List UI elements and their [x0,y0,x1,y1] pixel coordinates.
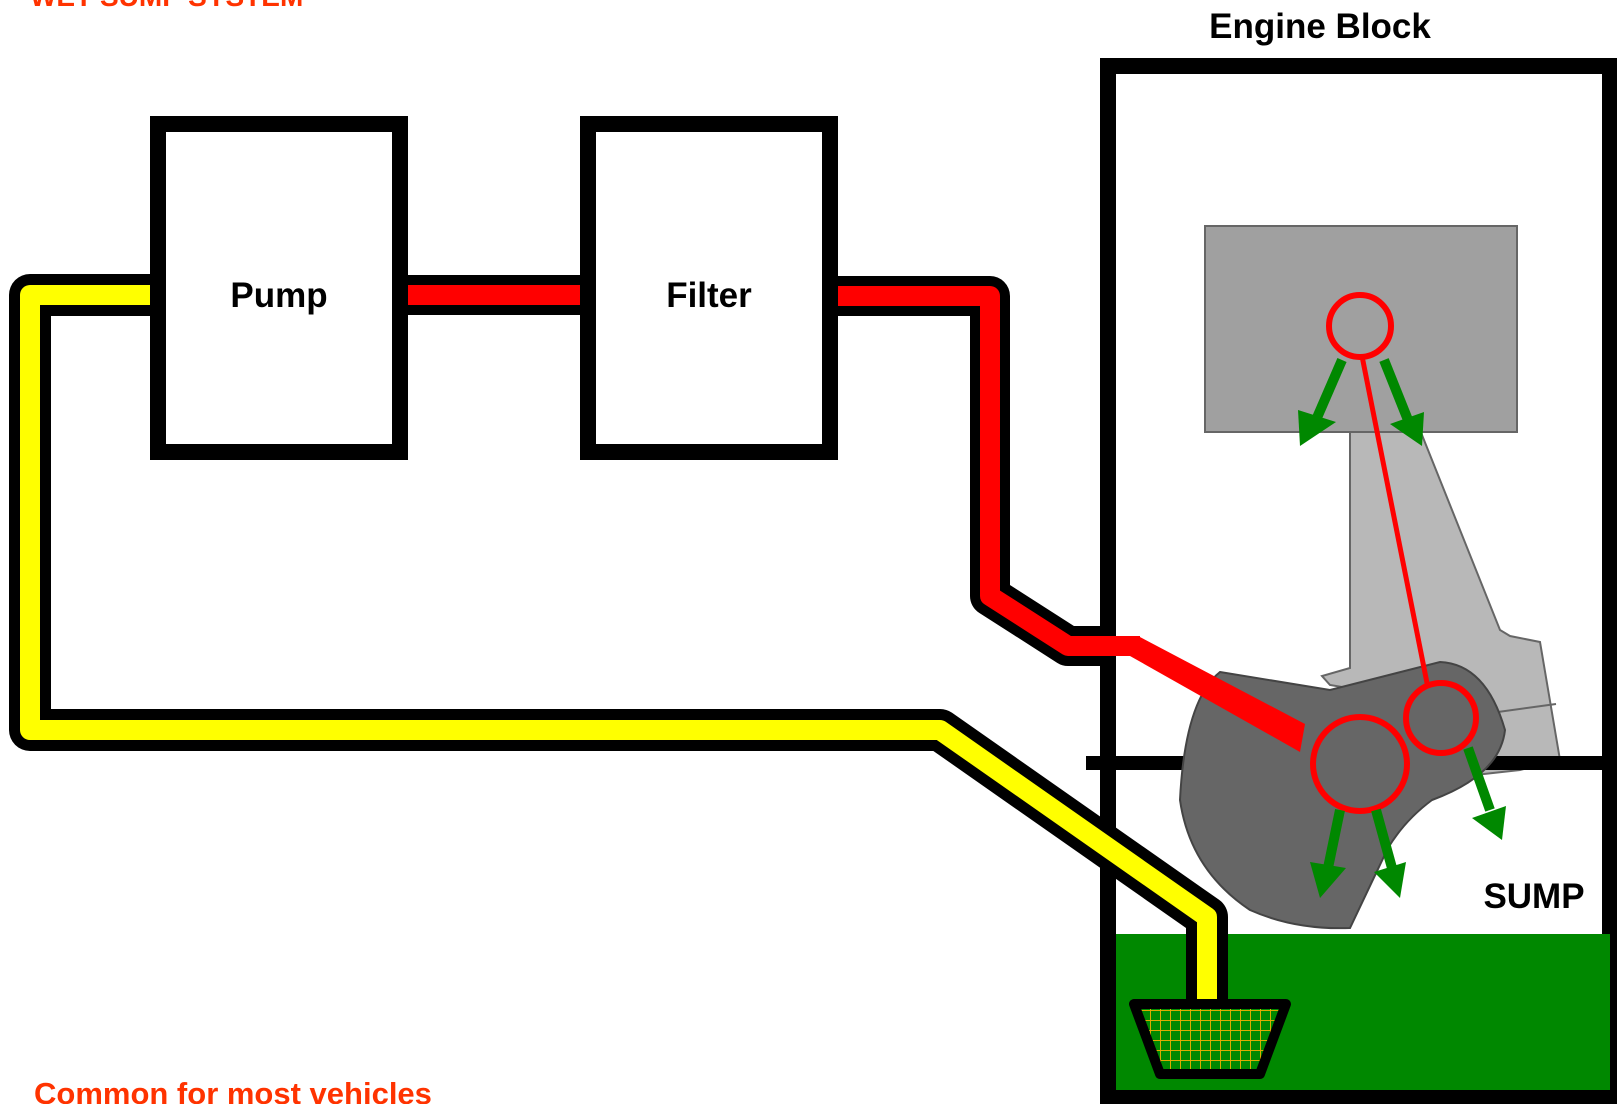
flow-arrow [1298,358,1347,446]
suction-line [9,274,1228,1004]
wrist-pin-bearing [1326,292,1394,360]
pressure-line-filter-engine [832,276,1114,666]
oil-gallery-feed [1130,636,1305,752]
filter-label: Filter [666,276,752,315]
sump-label: SUMP [1483,877,1584,916]
caption: Common for most vehicles [34,1076,432,1104]
pressure-line-pump-filter [400,275,585,315]
flow-arrow [1463,746,1506,840]
pump-box: Pump [150,116,408,460]
oil-strainer [1129,999,1291,1079]
rod-oil-passage [1359,355,1431,689]
crank-pin-bearing [1403,680,1479,756]
flow-arrow [1310,808,1346,898]
diagram-title: WET SUMP SYSTEM [30,0,303,12]
flow-arrow [1379,358,1424,446]
flow-arrow [1371,808,1406,898]
oil-flow-arrows [1298,358,1506,898]
engine-block-label: Engine Block [1209,7,1431,46]
piston [1204,225,1518,433]
pump-label: Pump [230,276,327,315]
filter-box: Filter [580,116,838,460]
main-bearing [1310,714,1410,814]
